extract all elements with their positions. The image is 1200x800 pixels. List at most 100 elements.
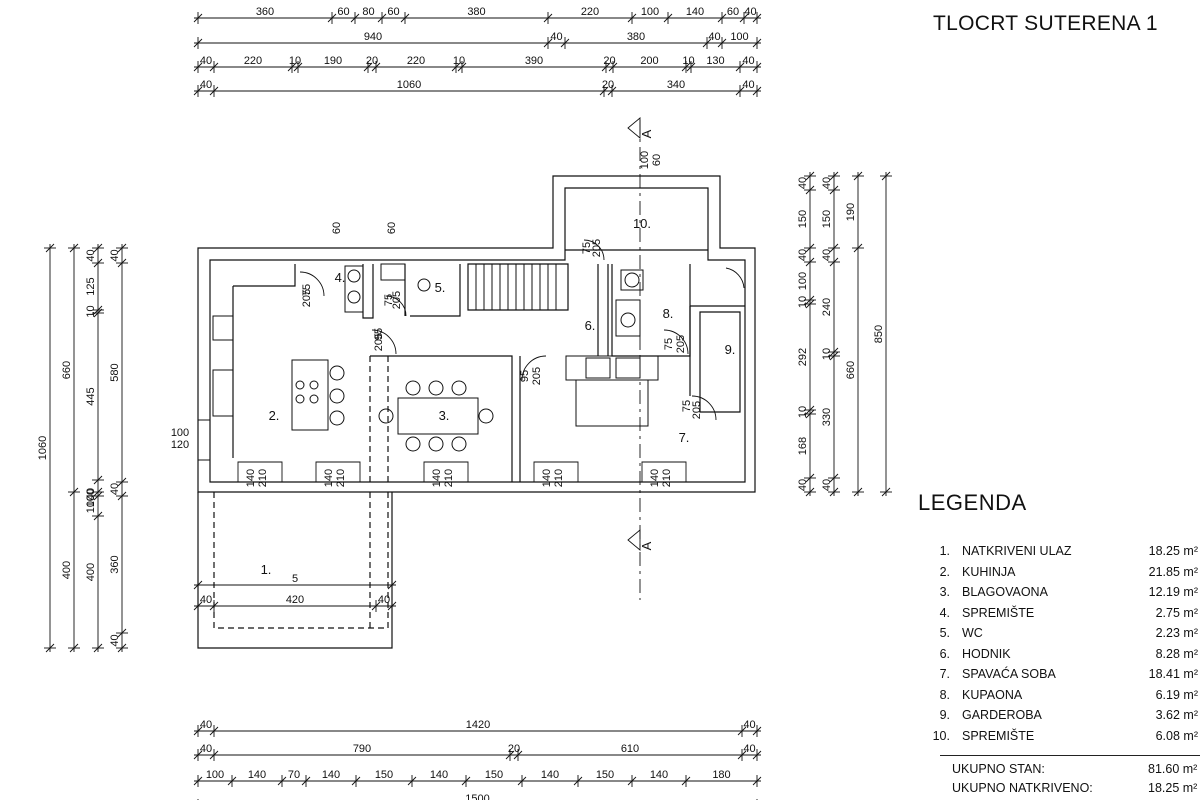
- dimension-label: 380: [467, 6, 485, 18]
- dimension-label: 40: [109, 634, 121, 646]
- dimension-label: 10: [821, 348, 833, 360]
- dimension-label: 660: [845, 361, 857, 379]
- dimension-label: 140: [650, 769, 668, 781]
- dimension-label: 850: [873, 325, 885, 343]
- dimension-label: 210: [257, 469, 269, 487]
- legend-area: 3.62 m²: [1155, 708, 1198, 723]
- room-number: A: [639, 129, 654, 138]
- dimension-label: 10: [85, 305, 97, 317]
- legend-area: 2.23 m²: [1155, 626, 1198, 641]
- dimension-label: 100: [85, 489, 97, 507]
- bed: [576, 380, 648, 426]
- dimension-label: 790: [353, 743, 371, 755]
- dimension-label: 660: [61, 361, 73, 379]
- stair-outline: [468, 264, 568, 310]
- terrace-inner: [214, 492, 385, 628]
- dimension-label: 95: [519, 370, 531, 382]
- dimension-label: 150: [596, 769, 614, 781]
- dimension-label: 1500: [465, 793, 489, 800]
- dimension-label: 80: [362, 6, 374, 18]
- legend-name: BLAGOVAONA: [962, 585, 1048, 600]
- dimension-label: 140: [430, 769, 448, 781]
- legend-name: SPREMIŠTE: [962, 728, 1035, 743]
- room-number: 8.: [663, 306, 674, 321]
- dining-table: [398, 398, 478, 434]
- dimension-label: 40: [742, 79, 754, 91]
- wc-wall: [405, 264, 460, 316]
- dimension-label: 70: [288, 769, 300, 781]
- dimension-label: 40: [743, 743, 755, 755]
- total-apartment-area: 81.60 m²: [1148, 762, 1198, 776]
- dimension-label: 100: [171, 427, 189, 439]
- dimension-label: 150: [485, 769, 503, 781]
- dimension-label: 40: [85, 488, 97, 500]
- dimension-label: 40: [200, 55, 212, 67]
- dimension-label: 140: [322, 769, 340, 781]
- legend-area: 8.28 m²: [1155, 646, 1198, 661]
- legend-name: KUPAONA: [962, 687, 1023, 702]
- dimension-label: 400: [61, 561, 73, 579]
- dimension-label: 1060: [37, 436, 49, 460]
- dimension-label: 20: [366, 55, 378, 67]
- dimension-label: 40: [550, 31, 562, 43]
- dimension-label: 240: [821, 298, 833, 316]
- dimension-label: 205: [675, 335, 687, 353]
- dimension-label: 75: [383, 294, 395, 306]
- dimension-label: 205: [391, 291, 403, 309]
- legend-name: HODNIK: [962, 646, 1011, 661]
- dimension-label: 40: [85, 249, 97, 261]
- dimension-label: 580: [109, 363, 121, 381]
- inner-wall: [210, 188, 745, 482]
- room-number: 2.: [269, 408, 280, 423]
- dimension-label: 205: [301, 289, 313, 307]
- total-covered-area: 18.25 m²: [1148, 781, 1198, 795]
- dimension-label: 205: [691, 401, 703, 419]
- legend-name: GARDEROBA: [962, 708, 1042, 723]
- dimension-label: 220: [244, 55, 262, 67]
- total-apartment-label: UKUPNO STAN:: [952, 762, 1045, 776]
- legend-name: SPREMIŠTE: [962, 605, 1035, 620]
- legend-name: SPAVAĆA SOBA: [962, 667, 1056, 682]
- corridor-wall-2: [598, 264, 608, 356]
- dimension-label: 10: [682, 55, 694, 67]
- dimension-label: 140: [245, 469, 257, 487]
- dimension-label: 40: [797, 177, 809, 189]
- dimension-label: 130: [706, 55, 724, 67]
- dimension-label: 140: [541, 769, 559, 781]
- dimension-label: 10: [797, 406, 809, 418]
- total-covered-label: UKUPNO NATKRIVENO:: [952, 781, 1093, 795]
- dimension-label: 40: [742, 55, 754, 67]
- total-covered: UKUPNO NATKRIVENO: 18.25 m²: [952, 781, 1197, 795]
- dimension-label: 40: [821, 249, 833, 261]
- room-number: 5.: [435, 280, 446, 295]
- dimension-label: 150: [821, 210, 833, 228]
- legend-no: 2.: [939, 564, 950, 579]
- dimension-label: 140: [541, 469, 553, 487]
- storage-wall: [363, 264, 373, 318]
- kitchen-island: [292, 360, 328, 430]
- total-apartment: UKUPNO STAN: 81.60 m²: [952, 762, 1197, 776]
- dimension-label: 75: [301, 284, 313, 296]
- dimension-label: 380: [627, 31, 645, 43]
- dimension-label: 60: [651, 154, 663, 166]
- legend-name: WC: [962, 626, 983, 641]
- dimension-label: 940: [364, 31, 382, 43]
- dimension-label: 100: [730, 31, 748, 43]
- dimension-label: 40: [821, 479, 833, 491]
- room-number: 1.: [261, 562, 272, 577]
- legend-no: 8.: [939, 687, 950, 702]
- dimension-label: 10: [289, 55, 301, 67]
- terrace-outline: [198, 492, 392, 648]
- legend-no: 4.: [939, 605, 950, 620]
- dimension-label: 40: [797, 249, 809, 261]
- dimension-label: 150: [375, 769, 393, 781]
- dimension-label: 360: [109, 555, 121, 573]
- dimension-label: 445: [85, 387, 97, 405]
- legend-no: 7.: [939, 667, 950, 682]
- stove: [213, 370, 233, 416]
- dimension-label: 168: [797, 437, 809, 455]
- room-number: 7.: [679, 430, 690, 445]
- dimension-label: 205: [591, 239, 603, 257]
